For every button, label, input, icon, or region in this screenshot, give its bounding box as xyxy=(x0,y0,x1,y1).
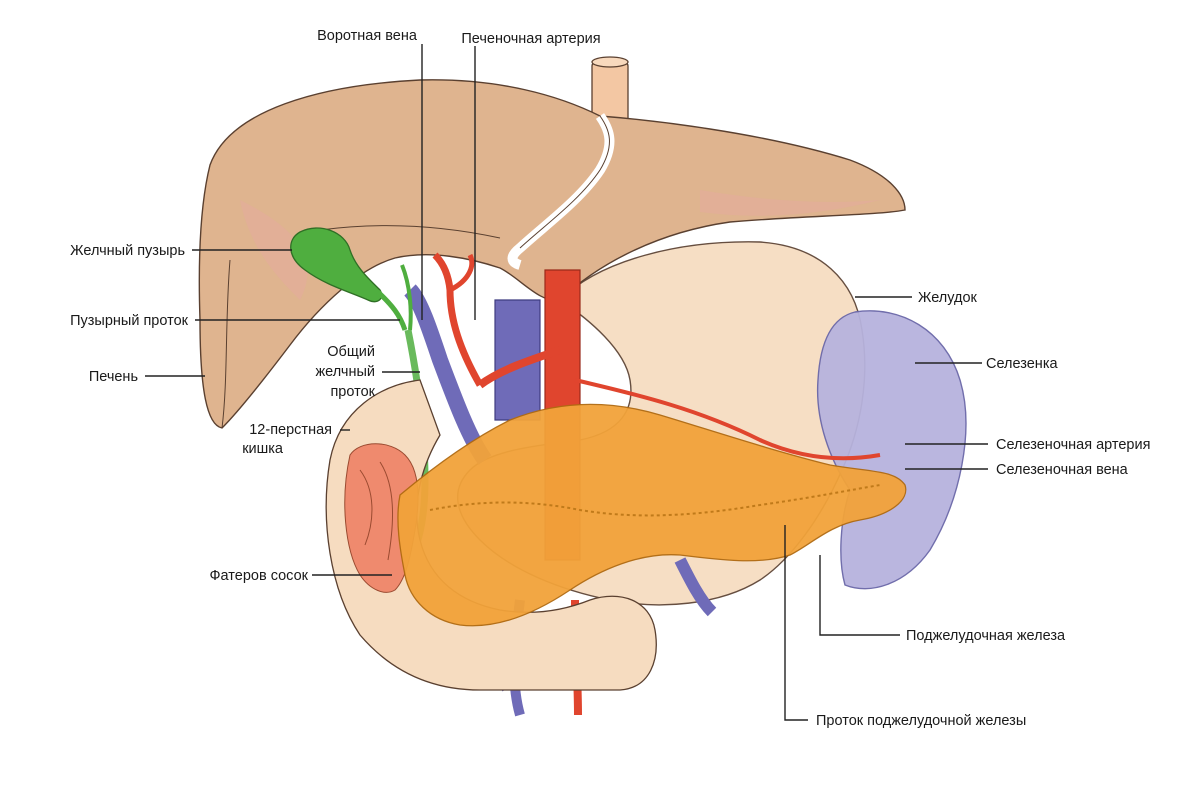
pancreas xyxy=(397,403,907,627)
label-vater-papilla: Фатеров сосок xyxy=(210,568,309,584)
label-duodenum-2: кишка xyxy=(242,441,284,457)
label-stomach: Желудок xyxy=(918,290,978,306)
label-cystic-duct: Пузырный проток xyxy=(70,313,189,329)
label-splenic-artery: Селезеночная артерия xyxy=(996,437,1150,453)
label-common-bile-duct-2: желчный xyxy=(315,364,375,380)
spleen xyxy=(816,310,967,590)
label-spleen: Селезенка xyxy=(986,356,1058,372)
aorta-tube xyxy=(591,56,629,133)
label-gallbladder: Желчный пузырь xyxy=(70,243,185,259)
liver xyxy=(198,79,906,429)
label-common-bile-duct-1: Общий xyxy=(327,344,375,360)
label-pancreas: Поджелудочная железа xyxy=(906,628,1066,644)
label-liver: Печень xyxy=(89,369,138,385)
leader-lines xyxy=(145,44,988,721)
label-portal-vein: Воротная вена xyxy=(317,28,418,44)
label-duodenum-1: 12-перстная xyxy=(249,422,332,438)
label-common-bile-duct-3: проток xyxy=(330,384,375,400)
label-pancreatic-duct: Проток поджелудочной железы xyxy=(816,713,1026,729)
label-splenic-vein: Селезеночная вена xyxy=(996,462,1129,478)
label-hepatic-artery: Печеночная артерия xyxy=(461,31,600,47)
duodenum xyxy=(325,379,657,691)
labels: Воротная вена Печеночная артерия Желчный… xyxy=(70,28,1150,729)
